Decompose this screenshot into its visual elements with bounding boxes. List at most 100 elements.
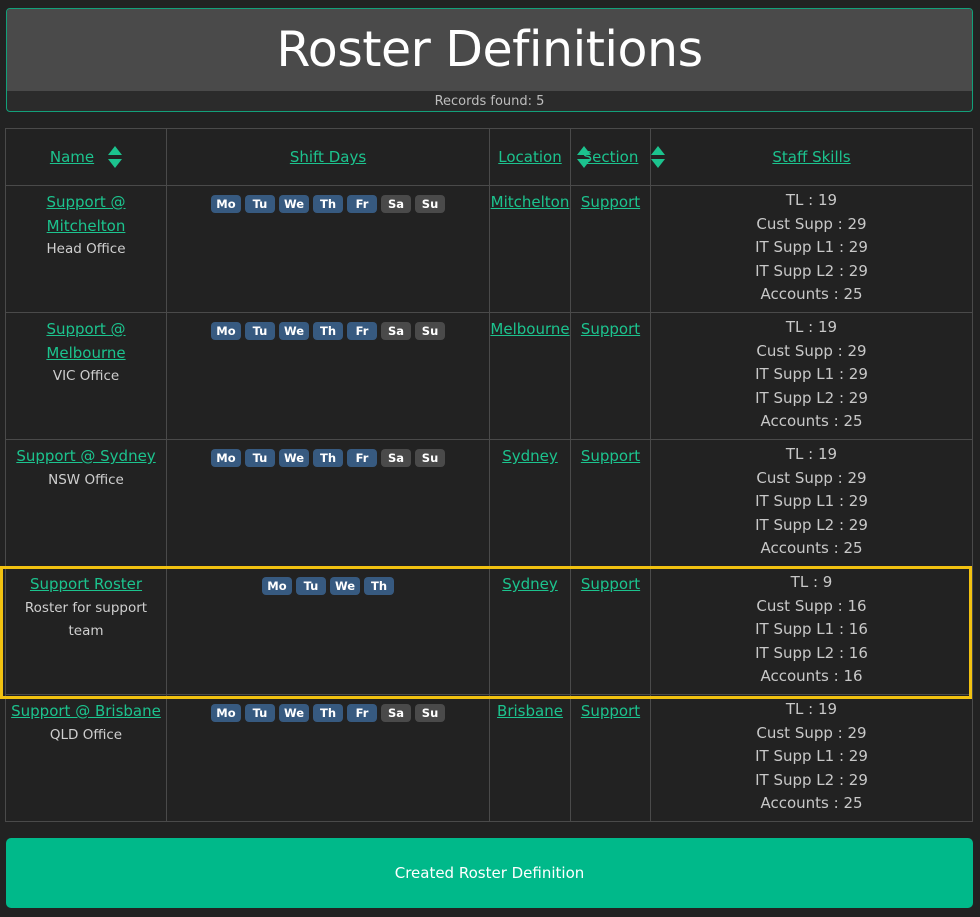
sort-by-name-link[interactable]: Name <box>49 148 95 166</box>
table-row: Support @ Mitchelton Head Office Mo Tu W… <box>6 186 972 313</box>
location-link[interactable]: Sydney <box>502 575 558 593</box>
day-badge: Su <box>415 322 446 340</box>
staff-skills-cell: TL : 19 Cust Supp : 29 IT Supp L1 : 29 I… <box>651 186 972 313</box>
row-divider <box>6 439 972 440</box>
roster-description: QLD Office <box>49 726 123 743</box>
skill-item: Cust Supp : 29 <box>756 468 867 487</box>
sort-by-section-link[interactable]: Section <box>582 148 639 166</box>
skill-item: Accounts : 25 <box>760 794 863 812</box>
shift-days: Mo Tu We Th Fr Sa Su <box>167 445 489 467</box>
sort-up-down-icon[interactable] <box>651 145 665 169</box>
day-badge: We <box>329 577 361 595</box>
day-badge: Tu <box>244 322 275 340</box>
skill-item: IT Supp L2 : 29 <box>755 261 868 280</box>
shift-days-cell: Mo Tu We Th Fr Sa Su <box>167 695 489 822</box>
day-badge: Fr <box>347 322 378 340</box>
roster-name-link[interactable]: Support @ <box>46 320 126 338</box>
page-header: Roster Definitions Records found: 5 <box>6 8 973 112</box>
row-divider <box>6 185 972 186</box>
day-badge: Th <box>313 704 344 722</box>
shift-days: Mo Tu We Th Fr Sa Su <box>167 191 489 213</box>
skill-item: Cust Supp : 29 <box>756 341 867 360</box>
day-badge: Sa <box>381 195 412 213</box>
day-badge: Th <box>313 322 344 340</box>
column-header-section: Section <box>571 129 650 185</box>
sort-by-location-link[interactable]: Location <box>498 148 562 166</box>
location-cell: Brisbane <box>490 695 570 822</box>
sort-up-down-icon[interactable] <box>577 145 591 169</box>
section-link[interactable]: Support <box>580 447 641 465</box>
table-row: Support @ Brisbane QLD Office Mo Tu We T… <box>6 695 972 822</box>
roster-name-link[interactable]: Support Roster <box>29 575 143 593</box>
day-badge: We <box>278 704 310 722</box>
roster-name-link[interactable]: Melbourne <box>46 343 126 362</box>
name-cell: Support @ Melbourne VIC Office <box>6 313 166 440</box>
day-badge: Mo <box>210 704 241 722</box>
section-link[interactable]: Support <box>580 702 641 720</box>
location-link[interactable]: Melbourne <box>490 320 570 338</box>
skill-item: Accounts : 25 <box>760 539 863 557</box>
column-divider <box>570 129 571 821</box>
roster-name-link[interactable]: Support @ <box>46 193 126 211</box>
skill-item: Accounts : 25 <box>760 285 863 303</box>
day-badge: Su <box>415 449 446 467</box>
skill-item: IT Supp L1 : 29 <box>755 238 868 256</box>
staff-skills-cell: TL : 9 Cust Supp : 16 IT Supp L1 : 16 IT… <box>651 568 972 695</box>
day-badge: Su <box>415 704 446 722</box>
staff-skills-cell: TL : 19 Cust Supp : 29 IT Supp L1 : 29 I… <box>651 695 972 822</box>
roster-description: Roster for support team <box>24 599 148 639</box>
table-row-selected[interactable]: Support Roster Roster for support team M… <box>6 568 972 695</box>
sort-by-shift-days-link[interactable]: Shift Days <box>289 148 367 166</box>
shift-days: Mo Tu We Th Fr Sa Su <box>167 318 489 340</box>
location-cell: Sydney <box>490 568 570 695</box>
sort-by-staff-skills-link[interactable]: Staff Skills <box>772 148 851 166</box>
day-badge: Tu <box>244 195 275 213</box>
table-row: Support @ Sydney NSW Office Mo Tu We Th … <box>6 440 972 567</box>
skill-item: IT Supp L1 : 29 <box>755 365 868 383</box>
skill-item: Cust Supp : 29 <box>756 723 867 742</box>
shift-days-cell: Mo Tu We Th Fr Sa Su <box>167 186 489 313</box>
records-count: Records found: 5 <box>434 94 545 109</box>
skill-item: IT Supp L2 : 29 <box>755 515 868 534</box>
skill-item: Accounts : 25 <box>760 412 863 430</box>
day-badge: Fr <box>347 195 378 213</box>
day-badge: Tu <box>295 577 326 595</box>
create-roster-definition-button[interactable]: Created Roster Definition <box>6 838 973 908</box>
location-link[interactable]: Brisbane <box>497 702 563 720</box>
section-link[interactable]: Support <box>580 320 641 338</box>
location-cell: Sydney <box>490 440 570 567</box>
skill-item: IT Supp L1 : 29 <box>755 747 868 765</box>
skill-item: TL : 19 <box>785 700 838 718</box>
roster-name-link[interactable]: Support @ Brisbane <box>11 702 161 720</box>
shift-days-cell: Mo Tu We Th Fr Sa Su <box>167 440 489 567</box>
day-badge: Sa <box>381 704 412 722</box>
row-divider <box>6 694 972 695</box>
sort-up-down-icon[interactable] <box>108 145 123 169</box>
skill-item: IT Supp L1 : 29 <box>755 492 868 510</box>
location-cell: Melbourne <box>490 313 570 440</box>
skill-item: IT Supp L2 : 16 <box>755 643 868 662</box>
day-badge: We <box>278 195 310 213</box>
row-divider <box>6 312 972 313</box>
column-header-location: Location <box>490 129 570 185</box>
location-cell: Mitchelton <box>490 186 570 313</box>
day-badge: Tu <box>244 704 275 722</box>
column-header-shift-days: Shift Days <box>167 129 489 185</box>
roster-name-link[interactable]: Mitchelton <box>46 216 126 235</box>
roster-table: Name Shift Days Location Section Staff S… <box>5 128 973 822</box>
roster-description: NSW Office <box>48 471 124 488</box>
location-link[interactable]: Mitchelton <box>490 193 570 211</box>
day-badge: Sa <box>381 322 412 340</box>
section-link[interactable]: Support <box>580 193 641 211</box>
section-cell: Support <box>571 695 650 822</box>
location-link[interactable]: Sydney <box>502 447 558 465</box>
skill-item: TL : 19 <box>785 191 838 209</box>
staff-skills-cell: TL : 19 Cust Supp : 29 IT Supp L1 : 29 I… <box>651 440 972 567</box>
roster-name-link[interactable]: Support @ Sydney <box>16 447 156 465</box>
roster-description: Head Office <box>46 241 126 257</box>
page-title: Roster Definitions <box>276 20 703 78</box>
shift-days-cell: Mo Tu We Th <box>167 568 489 695</box>
shift-days-cell: Mo Tu We Th Fr Sa Su <box>167 313 489 440</box>
section-link[interactable]: Support <box>580 575 641 593</box>
skill-item: IT Supp L1 : 16 <box>755 620 868 638</box>
